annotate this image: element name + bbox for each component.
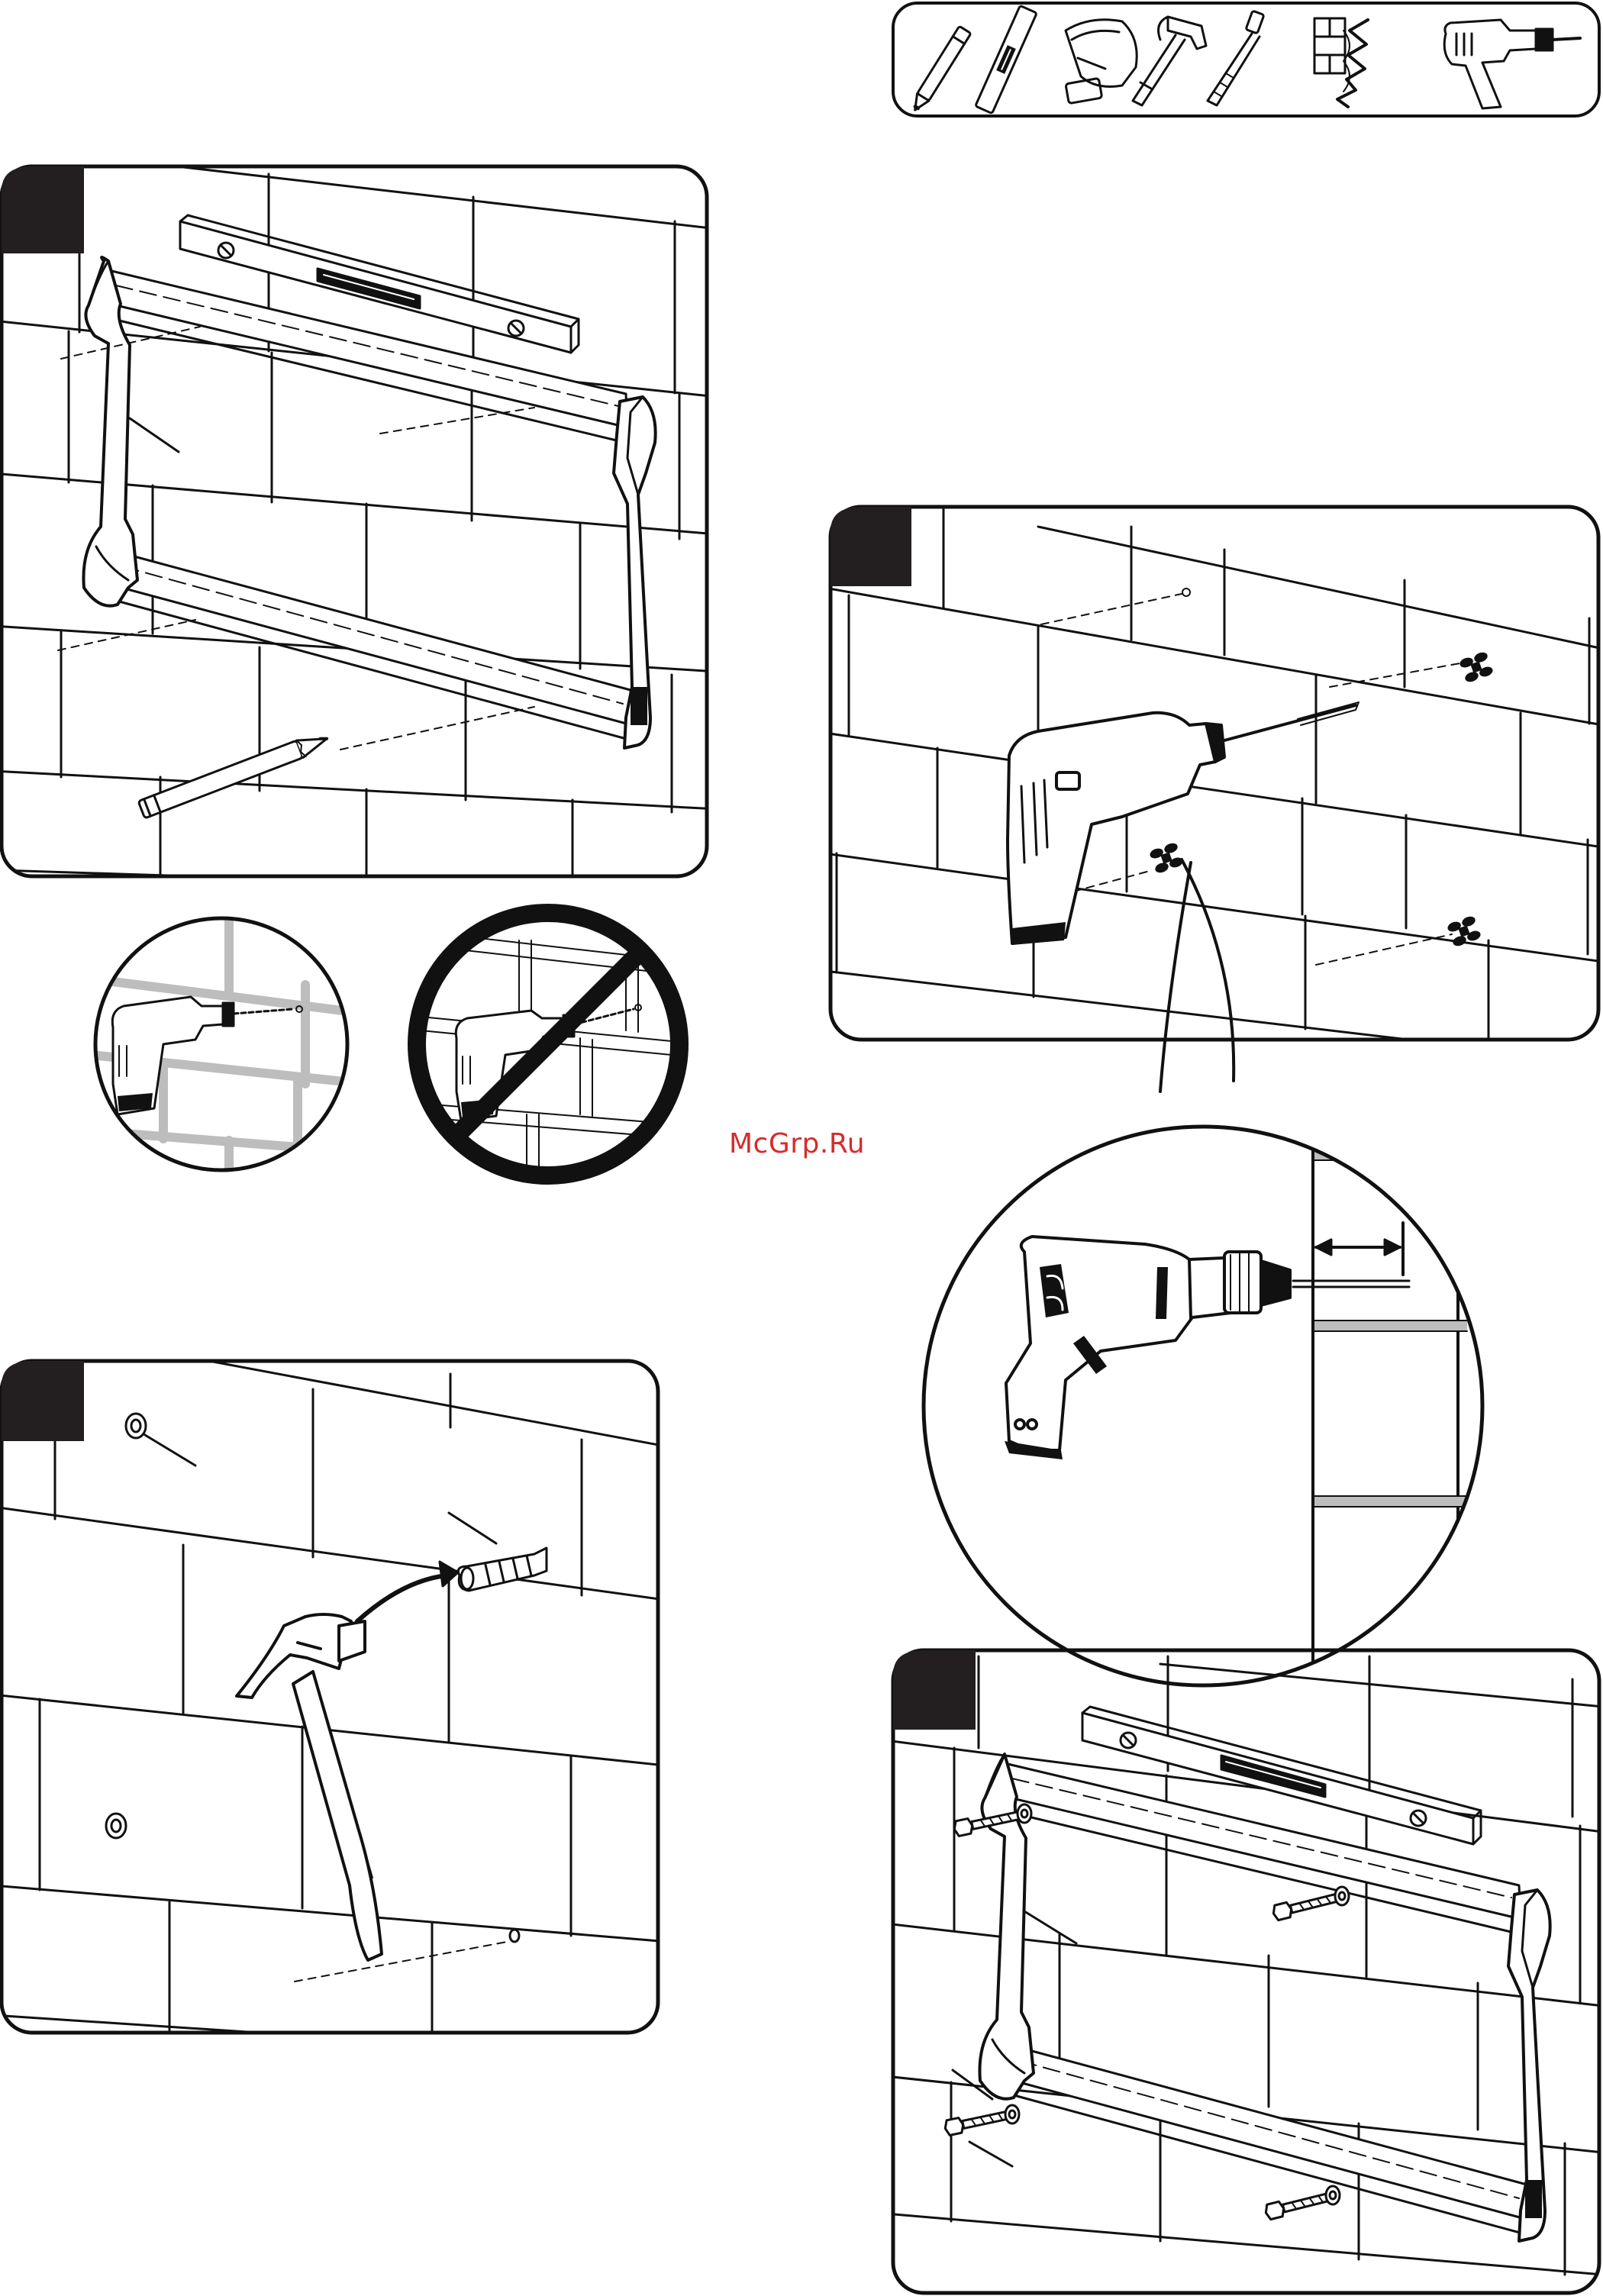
drill-hole-mark-icon bbox=[1149, 650, 1495, 947]
step-number-tab bbox=[2, 1361, 84, 1441]
step-attach-bracket-panel bbox=[885, 1650, 1603, 2293]
step-drill-holes-panel bbox=[824, 504, 1603, 1063]
step-insert-anchors-panel bbox=[0, 1321, 687, 2061]
step-drill-holes-frame bbox=[831, 507, 1598, 1040]
brick-wall bbox=[824, 504, 1603, 1063]
brick-wall bbox=[0, 1321, 687, 2061]
step-number-tab bbox=[831, 507, 911, 586]
step-mark-holes-panel bbox=[0, 145, 718, 893]
pencil-icon bbox=[909, 26, 971, 114]
wall-anchor-icon bbox=[449, 1513, 547, 1591]
drill-wrong-inset bbox=[405, 913, 687, 1212]
tools-strip bbox=[893, 3, 1599, 116]
socket-wrench-icon bbox=[1208, 11, 1264, 105]
drill-icon bbox=[1005, 1237, 1290, 1459]
detail-callout bbox=[1160, 859, 1234, 1092]
pencil-icon bbox=[138, 730, 330, 819]
step-number-tab bbox=[2, 166, 84, 253]
drill-icon bbox=[112, 997, 293, 1114]
drill-correct-inset bbox=[76, 916, 366, 1214]
hammer-icon bbox=[1133, 17, 1206, 105]
masonry-drill-bit-icon bbox=[1314, 18, 1368, 107]
drill-depth-detail bbox=[924, 1099, 1482, 1771]
level-icon bbox=[976, 5, 1037, 113]
tape-measure-icon bbox=[1066, 20, 1137, 104]
power-drill-icon bbox=[1444, 20, 1580, 108]
step-number-tab bbox=[893, 1650, 976, 1730]
